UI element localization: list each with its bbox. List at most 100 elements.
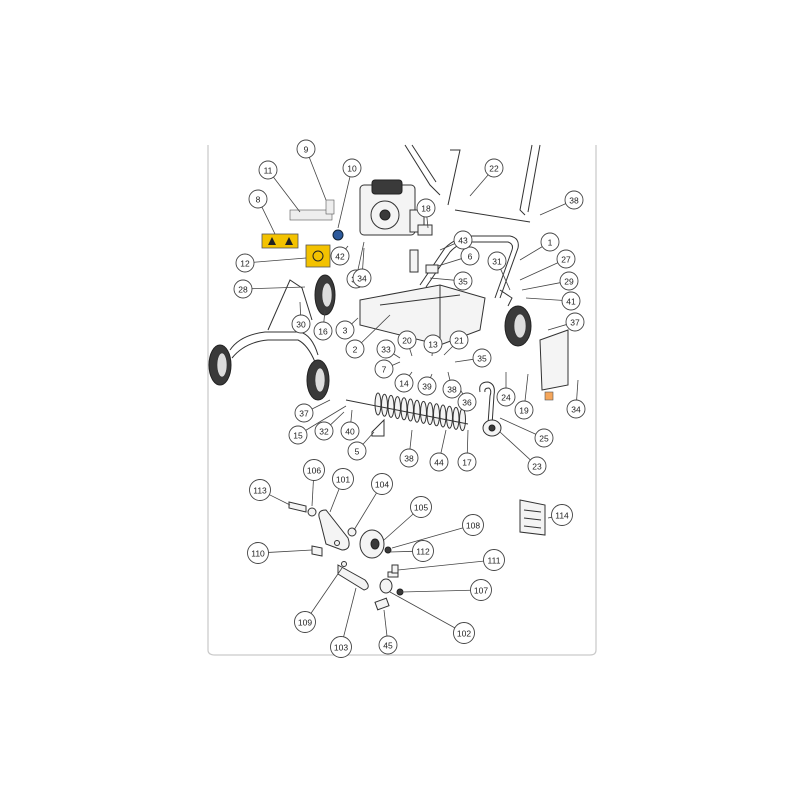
callout-leader <box>357 241 365 271</box>
front-wheel-frame <box>208 279 330 401</box>
callout-circle <box>429 452 449 472</box>
callout-circle <box>540 232 560 252</box>
callout-leader <box>362 431 375 445</box>
rotor-tine <box>446 405 453 429</box>
callout-circle <box>303 459 325 481</box>
handle-main <box>419 235 519 299</box>
callout-leader <box>409 348 413 357</box>
callout-number: 28 <box>238 285 248 295</box>
callout-number: 104 <box>375 480 389 490</box>
callout-number: 37 <box>299 409 309 419</box>
callout-number: 7 <box>382 365 387 375</box>
callout-number: 29 <box>564 277 574 287</box>
callout-leader <box>521 282 561 291</box>
callout-circle <box>247 542 269 564</box>
deck-housing <box>359 284 486 346</box>
callout-leader <box>392 361 401 366</box>
wheel-right-rear <box>504 305 532 347</box>
callout-circle <box>374 359 394 379</box>
callout-leader <box>350 409 353 423</box>
callout-circle <box>347 441 367 461</box>
callout-circle <box>457 452 477 472</box>
callout-circle <box>496 387 516 407</box>
callout-leader <box>401 589 471 593</box>
callout-number: 21 <box>454 336 464 346</box>
callout-leader <box>439 243 455 251</box>
callout-number: 38 <box>447 385 457 395</box>
callout-number: 24 <box>501 393 511 403</box>
callout-circle <box>416 198 436 218</box>
callout-leader <box>261 206 276 235</box>
callout-leader <box>547 324 567 331</box>
callout-circle <box>335 320 355 340</box>
callout-circle <box>556 249 576 269</box>
callout-leader <box>383 609 388 637</box>
callout-circle <box>345 339 365 359</box>
callout-number: 101 <box>336 475 350 485</box>
callout-leader <box>329 488 340 513</box>
callout-number: 3 <box>343 326 348 336</box>
callout-circle <box>453 271 473 291</box>
callout-leader <box>299 301 301 316</box>
callout-circle <box>527 456 547 476</box>
callout-circle <box>417 376 437 396</box>
callout-leader <box>337 176 351 229</box>
lower-assembly <box>288 499 546 611</box>
callout-number: 114 <box>555 511 569 521</box>
handle-upper <box>404 144 541 223</box>
callout-circle <box>566 399 586 419</box>
callout-leader <box>443 346 453 356</box>
callout-number: 16 <box>318 327 328 337</box>
warning-labels <box>261 199 335 268</box>
callout-circle <box>399 448 419 468</box>
callout-circle <box>470 579 492 601</box>
rotor-shaft <box>345 399 469 425</box>
callout-number: 32 <box>319 427 329 437</box>
callout-leader <box>500 269 511 291</box>
callout-circle <box>342 158 362 178</box>
callout-circle <box>314 421 334 441</box>
callout-circle <box>423 334 443 354</box>
callout-leader <box>447 371 451 381</box>
callout-number: 106 <box>307 466 321 476</box>
callout-circle <box>332 468 354 490</box>
callout-number: 105 <box>414 503 428 513</box>
callout-circle <box>559 271 579 291</box>
leader-lines <box>251 157 579 637</box>
callout-circle <box>378 635 398 655</box>
callout-number: 45 <box>383 641 393 651</box>
callout-leader <box>330 411 345 426</box>
callout-number: 17 <box>462 458 472 468</box>
callout-number: 9 <box>304 145 309 155</box>
callout-number: 8 <box>256 195 261 205</box>
callout-circle <box>233 279 253 299</box>
callout-leader <box>308 157 327 201</box>
rotor-tine <box>400 397 408 421</box>
callout-number: 30 <box>296 320 306 330</box>
rotor-tine <box>413 399 421 423</box>
callout-leader <box>311 480 314 507</box>
callout-circle <box>376 339 396 359</box>
callout-number: 113 <box>253 486 267 496</box>
callout-leader <box>323 309 326 323</box>
callout-leader <box>426 216 429 229</box>
callout-number: 34 <box>357 274 367 284</box>
callout-number: 102 <box>457 629 471 639</box>
callout-circle <box>397 330 417 350</box>
callout-leader <box>345 245 349 250</box>
rotor-tine <box>452 406 460 430</box>
callout-circle <box>487 251 507 271</box>
callout-leader <box>268 549 313 553</box>
tine-rotor <box>345 392 469 432</box>
callout-leader <box>343 587 357 637</box>
rotor-tine <box>407 398 414 422</box>
callout-circle <box>288 425 308 445</box>
callout-number: 35 <box>477 354 487 364</box>
rotor-tine <box>381 393 388 417</box>
callout-leader <box>576 379 579 401</box>
callout-number: 42 <box>335 252 345 262</box>
callout-number: 13 <box>428 340 438 350</box>
callout-leader <box>311 399 331 410</box>
